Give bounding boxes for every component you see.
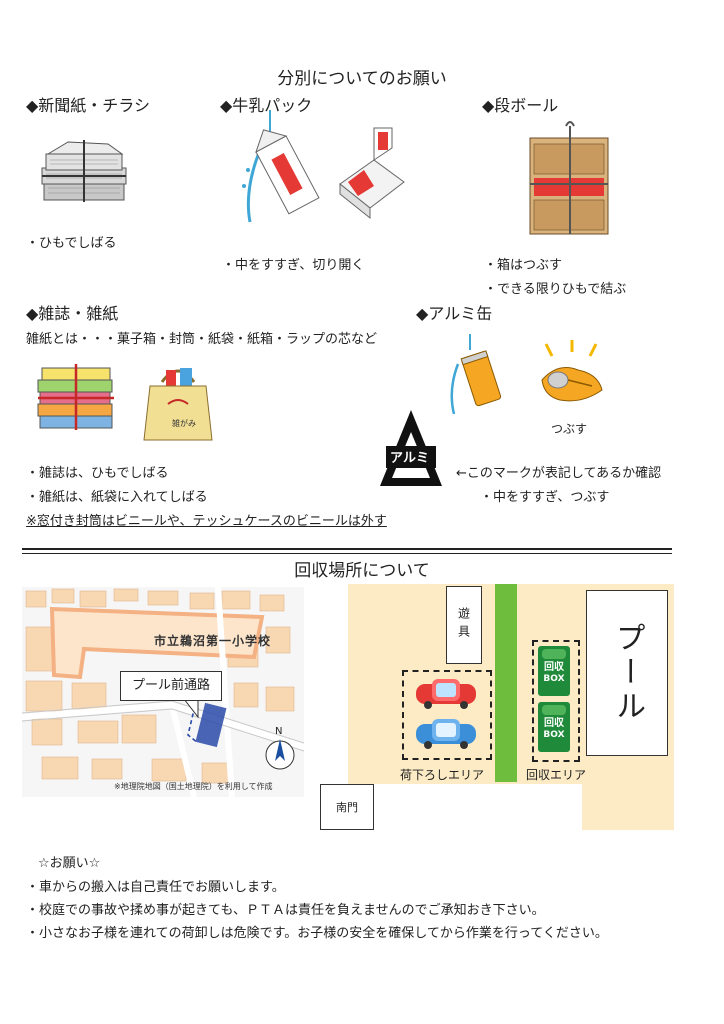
aluminum-recycle-mark-icon: アルミ — [380, 410, 442, 486]
aluminum-note: ・中をすすぎ、つぶす — [480, 490, 610, 505]
collection-zone — [532, 640, 580, 762]
collection-title: 回収場所について — [294, 561, 430, 581]
magazine-heading: ◆雑誌・雑紙 — [26, 304, 119, 323]
bag-label: 雑がみ — [172, 418, 196, 428]
box1-label-bottom: BOX — [543, 674, 565, 684]
paper-bag-image: 雑がみ — [143, 368, 213, 441]
aluminum-mark-text: アルミ — [390, 451, 429, 466]
cardboard-bundle-image — [529, 121, 609, 235]
box2-label-top: 回収 — [544, 718, 564, 729]
request-item-1: ・車からの搬入は自己責任でお願いします。 — [26, 880, 285, 895]
milk-carton-rinse-image — [242, 110, 320, 223]
misc-paper-definition: 雑紙とは・・・菓子箱・封筒・紙袋・紙箱・ラップの芯など — [26, 332, 378, 347]
map-credit: ※地理院地図（国土地理院）を利用して作成 — [114, 782, 273, 791]
north-label: N — [275, 726, 282, 737]
playground-equipment: 遊具 — [446, 586, 482, 664]
box1-label-top: 回収 — [544, 662, 564, 673]
magazine-stack-image — [37, 364, 114, 430]
request-item-3: ・小さなお子様を連れての荷卸しは危険です。お子様の安全を確保してから作業を行って… — [26, 926, 608, 941]
collection-area-label: 回収エリア — [526, 768, 587, 782]
cardboard-note-1: ・箱はつぶす — [484, 258, 563, 273]
cardboard-heading: ◆段ボール — [482, 96, 559, 115]
school-label: 市立鵜沼第一小学校 — [154, 634, 272, 648]
schoolyard-area-ext — [582, 784, 674, 830]
blue-car-icon — [416, 719, 476, 749]
aluminum-heading: ◆アルミ缶 — [416, 304, 493, 323]
unload-zone — [402, 670, 492, 760]
south-gate: 南門 — [320, 784, 374, 830]
newspaper-heading: ◆新聞紙・チラシ — [26, 96, 150, 115]
north-arrow-icon: N — [265, 726, 295, 770]
pool-box: プール — [586, 590, 668, 756]
pool-path-callout: プール前通路 — [120, 671, 222, 701]
unload-area-label: 荷下ろしエリア — [400, 768, 485, 782]
cardboard-note-2: ・できる限りひもで結ぶ — [484, 282, 627, 297]
milk-carton-cut-image — [339, 127, 405, 220]
magazine-note-1: ・雑誌は、ひもでしばる — [26, 466, 169, 481]
mark-check-note: ←このマークが表記してあるか確認 — [456, 466, 662, 481]
newspaper-note: ・ひもでしばる — [26, 236, 117, 251]
page-title: 分別についてのお願い — [277, 69, 447, 89]
box2-label-bottom: BOX — [543, 730, 565, 740]
can-rinse-image — [450, 334, 502, 415]
red-car-icon — [416, 679, 476, 709]
milk-heading: ◆牛乳パック — [220, 96, 313, 115]
school-map: 市立鵜沼第一小学校 プール前通路 N ※地理院地図（国土地理院）を利用して作成 — [22, 587, 304, 797]
requests-title: ☆お願い☆ — [38, 856, 101, 871]
collection-box-1: 回収 BOX — [538, 646, 570, 696]
collection-box-2: 回収 BOX — [538, 702, 570, 752]
section-divider-top — [22, 548, 672, 550]
section-divider-bottom — [22, 553, 672, 554]
magazine-note-2: ・雑紙は、紙袋に入れてしばる — [26, 490, 208, 505]
crush-label: つぶす — [551, 422, 588, 436]
milk-note: ・中をすすぎ、切り開く — [222, 258, 365, 273]
request-item-2: ・校庭での事故や揉め事が起きても、ＰＴＡは責任を負えませんのでご承知おき下さい。 — [26, 903, 545, 918]
green-strip — [495, 584, 517, 782]
envelope-warning: ※窓付き封筒はビニールや、テッシュケースのビニールは外す — [26, 514, 387, 529]
newspaper-bundle-image — [41, 140, 127, 202]
crushed-can-image — [541, 340, 603, 402]
